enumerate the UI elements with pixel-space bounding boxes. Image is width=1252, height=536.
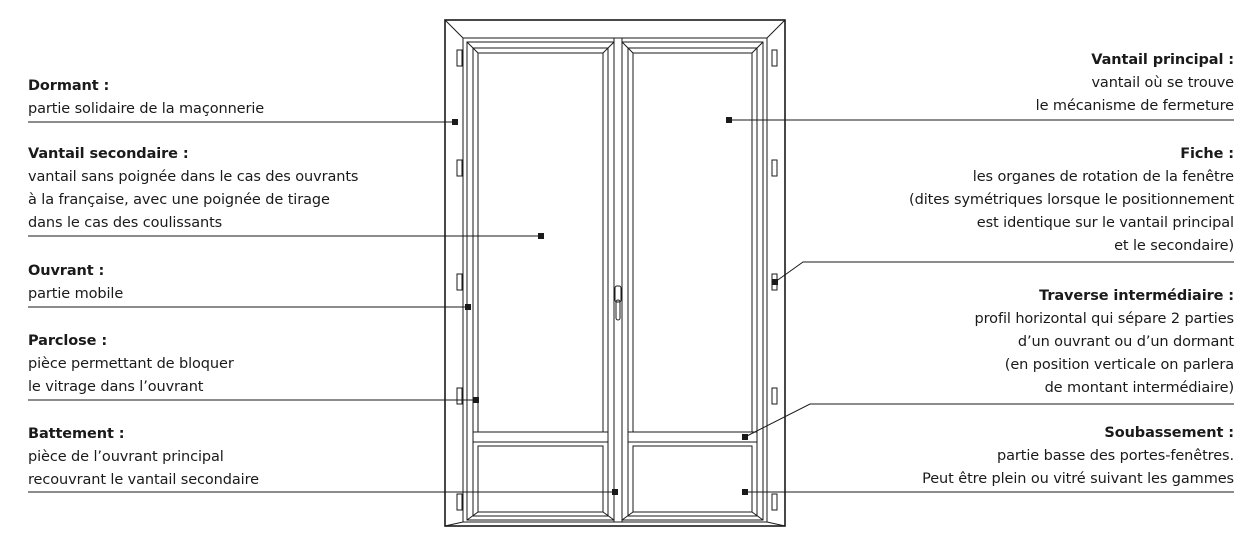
label-line: (dites symétriques lorsque le positionne… [909, 192, 1234, 208]
label-title: Ouvrant : [28, 263, 105, 279]
label-line: vantail sans poignée dans le cas des ouv… [28, 169, 359, 185]
label-line: est identique sur le vantail principal [976, 215, 1234, 231]
leader-dots [452, 117, 778, 495]
traverse-left [472, 431, 609, 443]
label-line: vantail où se trouve [1091, 75, 1234, 91]
label-traverse-intermediaire: Traverse intermédiaire : profil horizont… [974, 285, 1235, 400]
dot-traverse [742, 434, 748, 440]
label-title: Soubassement : [1104, 425, 1234, 441]
dot-battement [612, 489, 618, 495]
label-ouvrant: Ouvrant : partie mobile [28, 260, 123, 306]
label-line: recouvrant le vantail secondaire [28, 472, 259, 488]
label-battement: Battement : pièce de l’ouvrant principal… [28, 423, 259, 492]
dot-parclose [473, 397, 479, 403]
label-title: Fiche : [1180, 146, 1234, 162]
handle-drawing [614, 285, 622, 321]
label-line: pièce permettant de bloquer [28, 356, 234, 372]
label-line: à la française, avec une poignée de tira… [28, 192, 330, 208]
label-title: Dormant : [28, 78, 110, 94]
label-dormant: Dormant : partie solidaire de la maçonne… [28, 75, 264, 121]
traverse-right [627, 431, 758, 443]
hinges-left [456, 49, 463, 511]
dot-fiche [772, 279, 778, 285]
label-line: les organes de rotation de la fenêtre [972, 169, 1234, 185]
label-line: de montant intermédiaire) [1044, 380, 1235, 396]
dot-vantail-secondaire [538, 233, 544, 239]
dot-dormant [452, 119, 458, 125]
label-line: partie basse des portes-fenêtres. [997, 448, 1234, 464]
label-line: et le secondaire) [1114, 238, 1234, 254]
label-title: Battement : [28, 426, 125, 442]
dot-soubassement [742, 489, 748, 495]
glass-pane-left [477, 52, 604, 433]
vantail-principal-drawing [621, 41, 764, 521]
label-line: Peut être plein ou vitré suivant les gam… [922, 471, 1234, 487]
label-title: Parclose : [28, 333, 108, 349]
dot-ouvrant [465, 304, 471, 310]
label-line: partie solidaire de la maçonnerie [28, 101, 265, 117]
french-window-drawing [444, 19, 786, 527]
label-line: partie mobile [28, 286, 124, 302]
label-vantail-secondaire: Vantail secondaire : vantail sans poigné… [28, 143, 358, 235]
soubassement-left [477, 445, 604, 513]
leader-fiche [774, 261, 1234, 283]
label-title: Vantail principal : [1091, 52, 1234, 68]
label-line: (en position verticale on parlera [1004, 357, 1234, 373]
vantail-secondaire-drawing [466, 41, 615, 521]
leader-lines [28, 119, 1234, 493]
label-line: d’un ouvrant ou d’un dormant [1017, 334, 1234, 350]
dormant-bevel [444, 19, 786, 39]
leader-traverse [744, 403, 1234, 438]
label-vantail-principal: Vantail principal : vantail où se trouve… [1036, 49, 1234, 118]
soubassement-right [632, 445, 753, 513]
battement-drawing [613, 37, 623, 523]
label-title: Traverse intermédiaire : [1039, 288, 1234, 304]
label-line: le vitrage dans l’ouvrant [28, 379, 204, 395]
label-line: le mécanisme de fermeture [1035, 98, 1234, 114]
label-fiche: Fiche : les organes de rotation de la fe… [909, 143, 1234, 258]
label-line: pièce de l’ouvrant principal [28, 449, 224, 465]
label-soubassement: Soubassement : partie basse des portes-f… [922, 422, 1234, 491]
dormant-frame [444, 19, 786, 527]
glass-pane-right [632, 52, 753, 433]
label-line: dans le cas des coulissants [28, 215, 223, 231]
dot-vantail-principal [726, 117, 732, 123]
label-title: Vantail secondaire : [28, 146, 189, 162]
label-parclose: Parclose : pièce permettant de bloquer l… [28, 330, 234, 399]
label-line: profil horizontal qui sépare 2 parties [974, 311, 1235, 327]
